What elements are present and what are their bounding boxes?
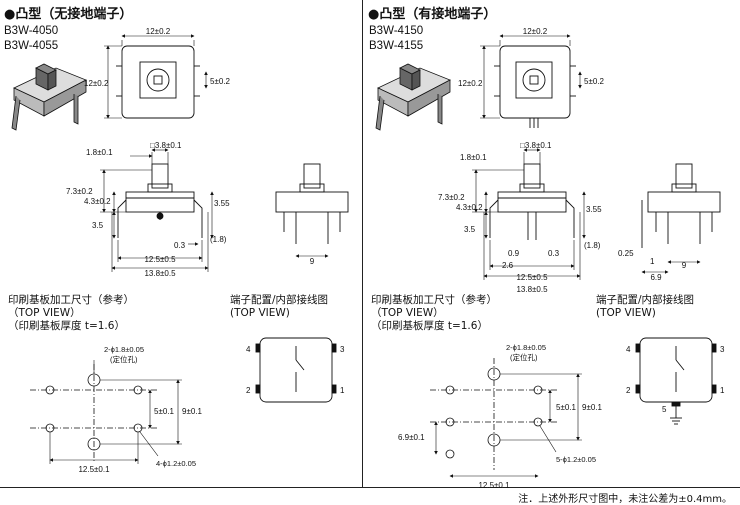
right-7-3-dim: 7.3±0.2 [438,193,465,202]
right-terminal-diagram [635,337,717,425]
left-terminal-title: 端子配置/内部接线图 [230,294,329,306]
right-side-9-dim: 9 [682,261,687,270]
left-pcb-12-5-dim: 12.5±0.1 [78,465,110,474]
right-pin-3: 3 [720,345,725,354]
left-3-5-dim: 3.5 [92,221,104,230]
right-locating-hole-note: (定位孔) [510,352,538,362]
left-front-view [117,163,203,238]
right-title: ●凸型（有接地端子） [368,7,497,22]
right-pcb-hole5-dim: 5-ϕ1.2±0.05 [556,455,596,464]
right-pcb-title: 印刷基板加工尺寸（参考） [371,294,497,306]
left-pin-2: 2 [246,386,251,395]
left-terminal-view: (TOP VIEW) [230,307,290,319]
left-pcb-thickness: （印刷基板厚度 t=1.6） [8,320,125,332]
left-0-3-dim: 0.3 [174,241,186,250]
left-top-width-dim: 12±0.2 [146,27,171,36]
right-pin-4: 4 [626,345,631,354]
left-pcb-title: 印刷基板加工尺寸（参考） [8,294,134,306]
left-side-9-dim: 9 [310,257,315,266]
right-4-3-dim: 4.3±0.2 [456,203,483,212]
left-pcb-9-dim: 9±0.1 [182,407,203,416]
left-switch-iso-illustration [11,63,87,131]
left-1-8b-dim: (1.8) [210,235,227,244]
right-pcb-6-9-dim: 6.9±0.1 [398,433,425,442]
right-terminal-title: 端子配置/内部接线图 [596,294,695,306]
right-pcb-5-dim: 5±0.1 [556,403,577,412]
right-1-8-dim: 1.8±0.1 [460,153,487,162]
right-model-1: B3W-4150 [369,25,424,37]
left-model-2: B3W-4055 [4,40,59,52]
right-1-8b-dim: (1.8) [584,241,601,250]
footer-rule [0,487,740,488]
right-0-9-dim: 0.9 [508,249,520,258]
right-pcb-12-5-dim: 12.5±0.1 [478,481,510,490]
right-pin-5: 5 [662,405,667,414]
panel-divider [362,0,363,488]
right-6-9-dim: 6.9 [650,273,662,282]
left-pin-3: 3 [340,345,345,354]
left-locating-hole-note: (定位孔) [110,354,138,364]
left-button-size-dim: □3.8±0.1 [150,141,182,150]
left-pin-4: 4 [246,345,251,354]
right-pcb-view: （TOP VIEW） [371,307,444,319]
left-top-5-dim: 5±0.2 [210,77,231,86]
right-model-2: B3W-4155 [369,40,424,52]
right-pcb-hole-pattern [430,358,558,470]
right-12-5-dim: 12.5±0.5 [516,273,548,282]
right-1-dim: 1 [650,257,655,266]
left-13-8-dim: 13.8±0.5 [144,269,176,278]
right-pcb-9-dim: 9±0.1 [582,403,603,412]
left-pcb-hole4-dim: 4-ϕ1.2±0.05 [156,459,196,468]
left-side-view [275,163,349,244]
right-side-view [641,163,721,248]
left-model-1: B3W-4050 [4,25,59,37]
right-pcb-thickness: （印刷基板厚度 t=1.6） [371,320,488,332]
right-2-6-dim: 2.6 [502,261,514,270]
left-pin-1: 1 [340,386,345,395]
left-7-3-dim: 7.3±0.2 [66,187,93,196]
left-1-8-dim: 1.8±0.1 [86,148,113,157]
right-3-55-dim: 3.55 [586,205,602,214]
right-top-width-dim: 12±0.2 [523,27,548,36]
left-title: ●凸型（无接地端子） [4,7,133,22]
right-13-8-dim: 13.8±0.5 [516,285,548,294]
left-pcb-5-dim: 5±0.1 [154,407,175,416]
left-3-55-dim: 3.55 [214,199,230,208]
right-pin-2: 2 [626,386,631,395]
right-front-view [489,163,575,240]
right-locating-hole-dim: 2-ϕ1.8±0.05 [506,343,546,352]
right-top-5-dim: 5±0.2 [584,77,605,86]
right-3-5-dim: 3.5 [464,225,476,234]
left-4-3-dim: 4.3±0.2 [84,197,111,206]
left-top-height-dim: 12±0.2 [84,79,109,88]
left-12-5-dim: 12.5±0.5 [144,255,176,264]
left-terminal-diagram [255,337,337,403]
footnote: 注．上述外形尺寸图中，未注公差为±0.4mm。 [518,494,732,505]
left-pcb-view: （TOP VIEW） [8,307,81,319]
right-switch-iso-illustration [375,63,451,131]
left-top-view [116,45,200,119]
right-0-25-dim: 0.25 [618,249,634,258]
right-top-height-dim: 12±0.2 [458,79,483,88]
left-locating-hole-dim: 2-ϕ1.8±0.05 [104,345,144,354]
left-pcb-hole-pattern [30,364,158,462]
right-0-3-dim: 0.3 [548,249,560,258]
right-terminal-view: (TOP VIEW) [596,307,656,319]
right-pin-1: 1 [720,386,725,395]
right-top-view [494,45,576,128]
right-button-size-dim: □3.8±0.1 [520,141,552,150]
